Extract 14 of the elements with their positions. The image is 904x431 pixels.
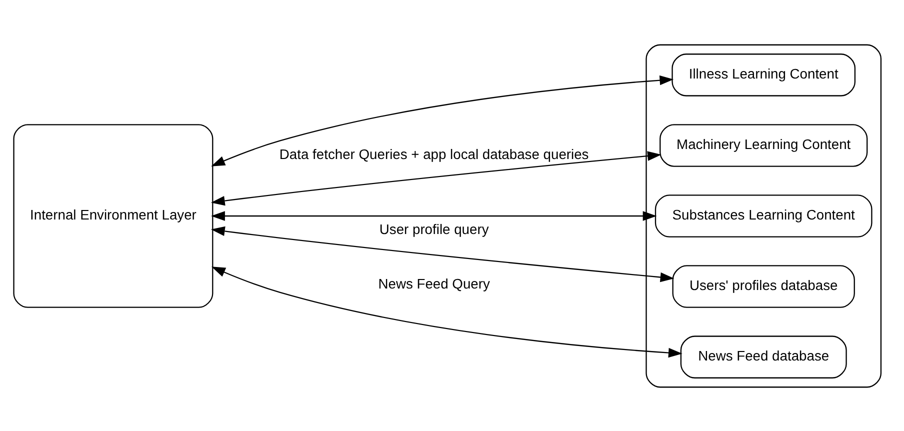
node-box: Machinery Learning Content [660, 124, 868, 166]
arrow [211, 210, 657, 220]
arrow [210, 150, 662, 206]
arrow [211, 266, 682, 358]
node-box: Illness Learning Content [672, 53, 856, 96]
edge-label: News Feed Query [378, 274, 490, 291]
node-box: Substances Learning Content [654, 194, 872, 237]
node-box: News Feed database [680, 335, 847, 378]
edge-label: Data fetcher Queries + app local database queries [279, 145, 589, 162]
node-box: Internal Environment Layer [13, 124, 214, 308]
arrow [211, 74, 674, 166]
node-box: Users' profiles database [672, 264, 855, 308]
arrow [210, 226, 674, 282]
edge-label: User profile query [379, 220, 489, 237]
